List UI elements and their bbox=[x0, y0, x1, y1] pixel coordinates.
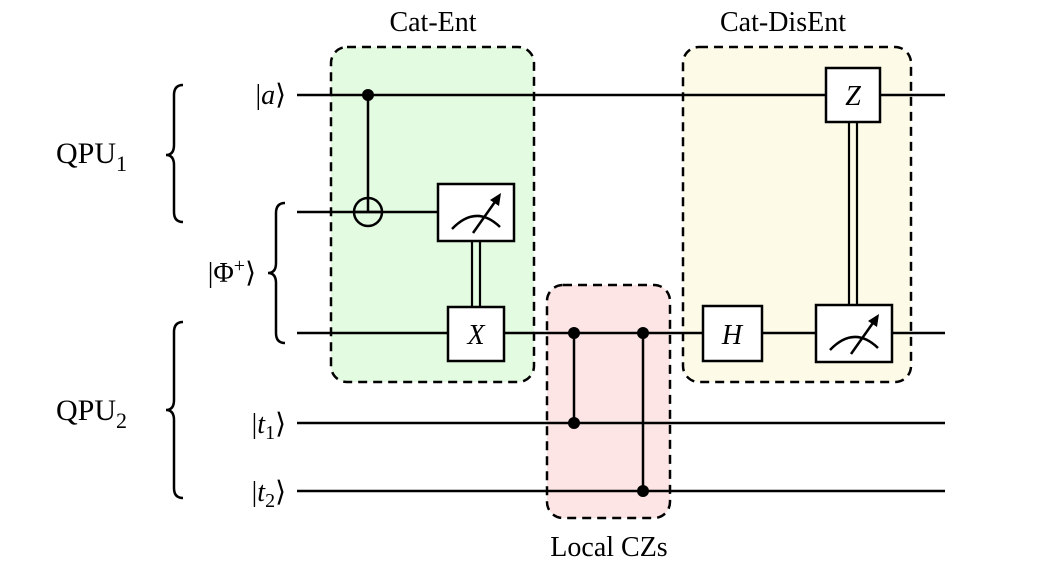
qpu1-brace-icon bbox=[165, 83, 184, 224]
cat-ent-group-box bbox=[329, 45, 536, 384]
z-gate: Z bbox=[824, 66, 882, 124]
cat-disent-group-box bbox=[681, 45, 913, 384]
cz-dot bbox=[637, 485, 649, 497]
epr-brace-icon bbox=[267, 201, 286, 345]
epr-pair-label: |Φ+⟩ bbox=[208, 255, 256, 289]
x-gate-label: X bbox=[466, 320, 485, 351]
qpu2-label: QPU2 bbox=[56, 394, 127, 433]
meter-icon bbox=[451, 198, 501, 234]
wire-label-t1: |t1⟩ bbox=[252, 409, 286, 444]
cz-gate-2 bbox=[637, 327, 649, 497]
wire-label-t2: |t2⟩ bbox=[252, 477, 286, 512]
local-czs-group-box bbox=[545, 283, 672, 520]
wire-label-a: |a⟩ bbox=[255, 80, 286, 111]
meter-icon bbox=[829, 319, 879, 355]
cnot-gate bbox=[352, 89, 384, 228]
cz-dot bbox=[568, 417, 580, 429]
h-gate-label: H bbox=[721, 320, 744, 351]
h-gate: H bbox=[701, 304, 764, 363]
cat-ent-label: Cat-Ent bbox=[389, 7, 476, 38]
cz-dot bbox=[637, 327, 649, 339]
classical-wire-2 bbox=[847, 122, 859, 305]
qpu2-brace-icon bbox=[165, 320, 184, 500]
classical-wire-1 bbox=[470, 241, 482, 307]
measurement-gate-1 bbox=[436, 182, 516, 243]
local-czs-label: Local CZs bbox=[550, 532, 667, 563]
qpu1-label: QPU1 bbox=[56, 137, 127, 176]
measurement-gate-2 bbox=[814, 303, 894, 364]
cz-dot bbox=[568, 327, 580, 339]
cz-gate-1 bbox=[568, 327, 580, 429]
z-gate-label: Z bbox=[845, 81, 861, 112]
x-gate: X bbox=[446, 305, 506, 363]
cnot-control-dot bbox=[362, 89, 374, 101]
cat-disent-label: Cat-DisEnt bbox=[720, 7, 846, 38]
